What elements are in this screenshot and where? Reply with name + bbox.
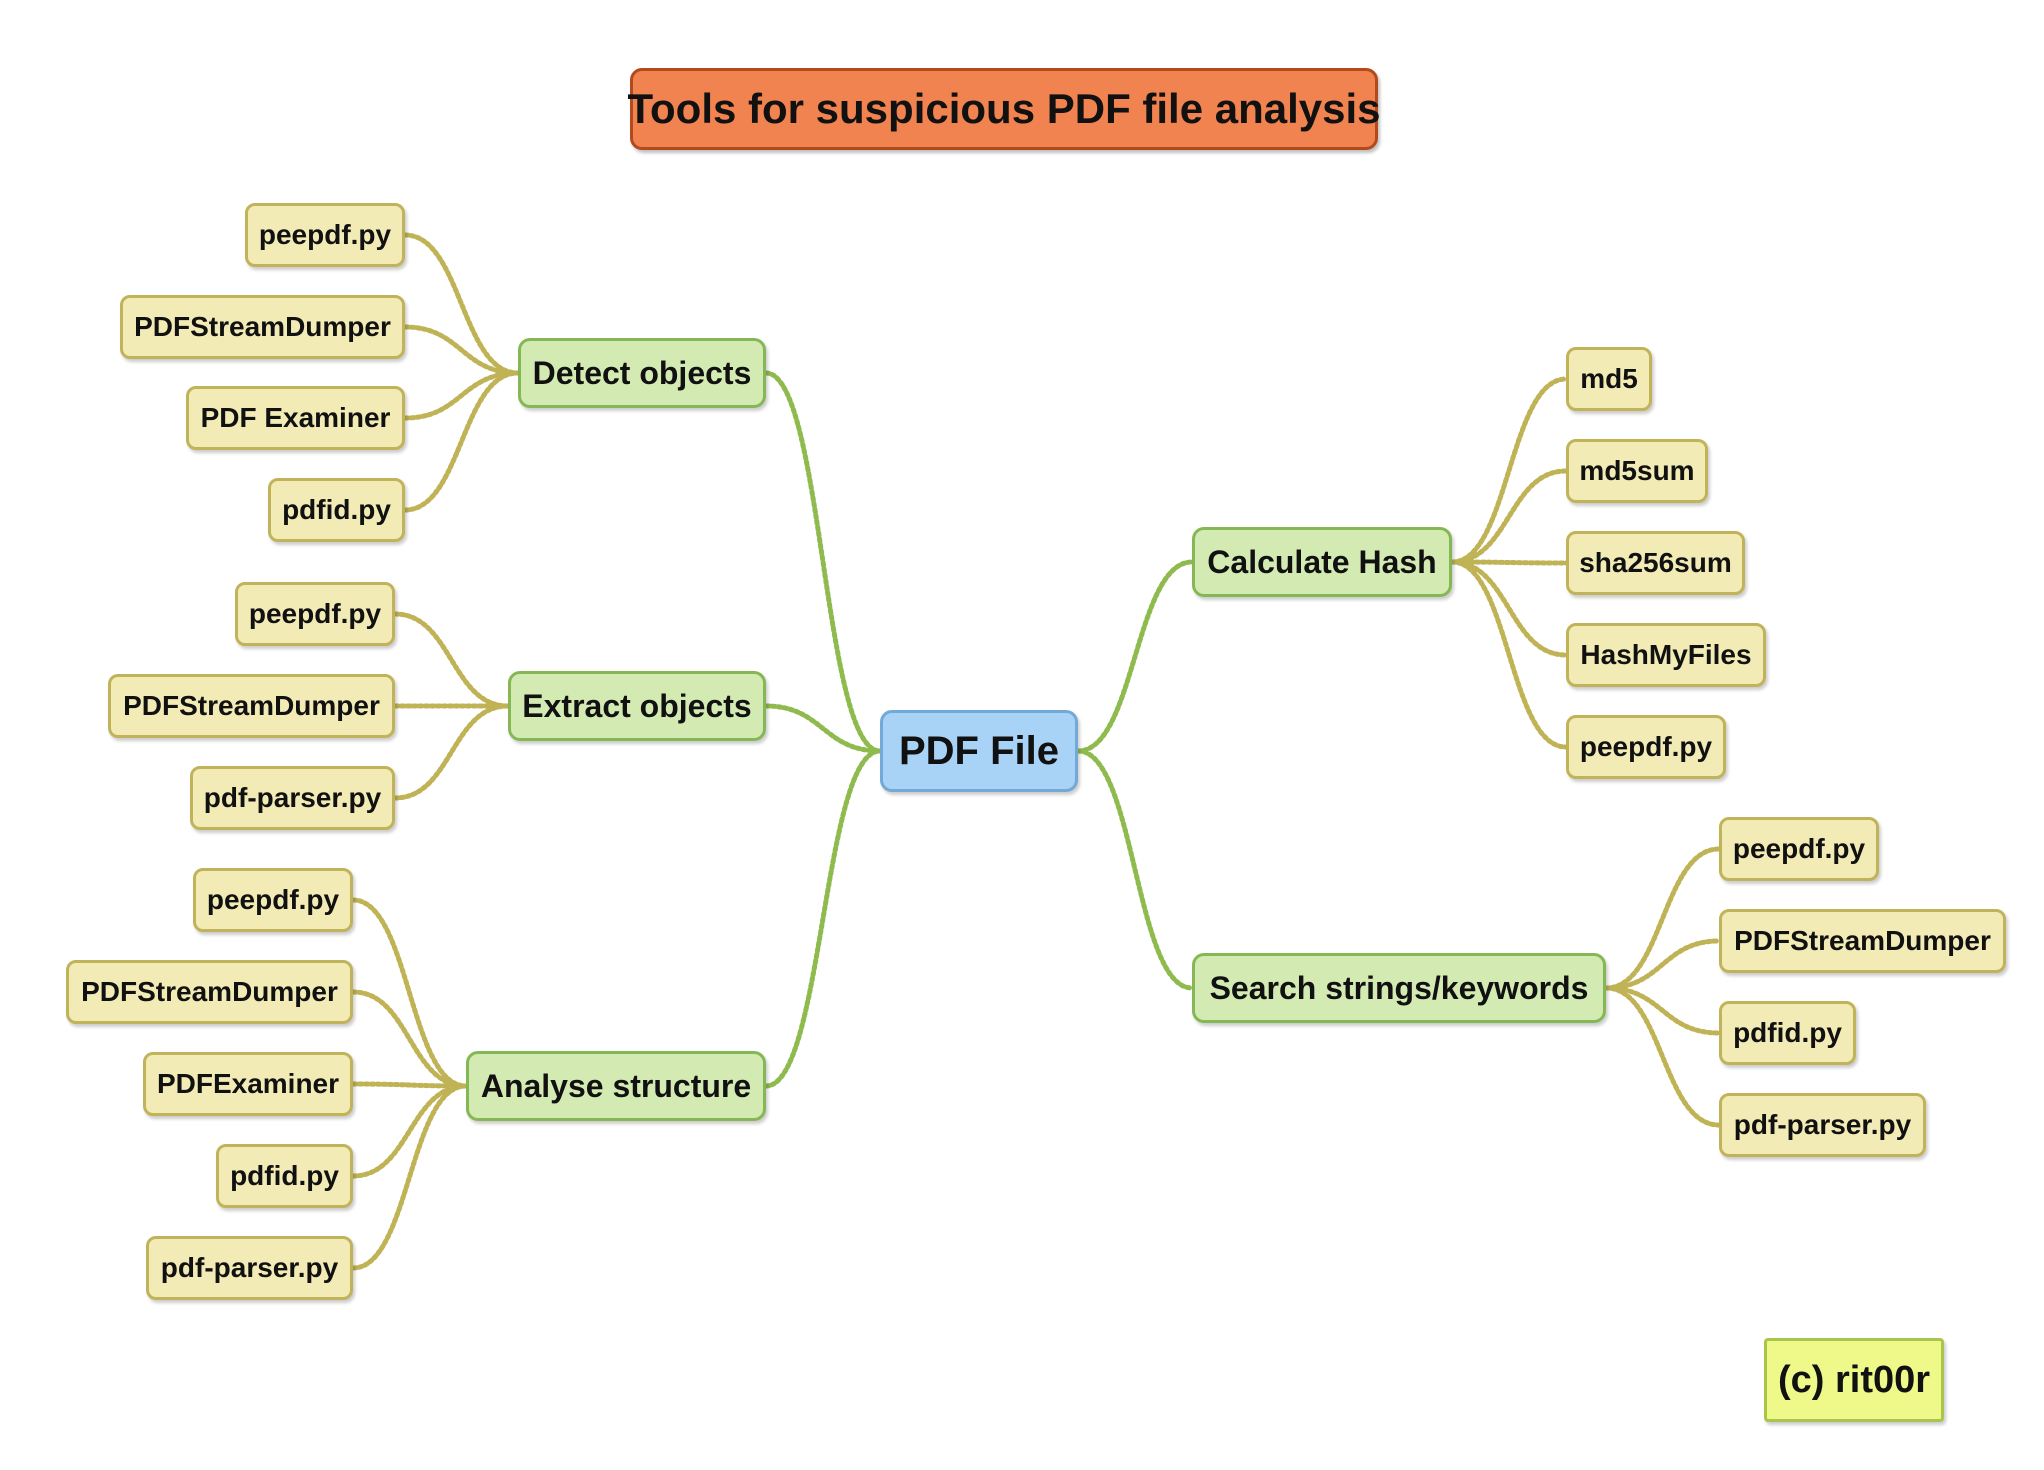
diagram-title: Tools for suspicious PDF file analysis [627, 68, 1381, 150]
leaf-connector [1449, 559, 1569, 566]
leaf-connector [350, 989, 469, 1089]
leaf-node: PDFStreamDumper [120, 295, 405, 359]
leaf-node: pdfid.py [268, 478, 405, 542]
leaf-node: peepdf.py [193, 868, 353, 932]
leaf-node: md5 [1566, 347, 1652, 411]
leaf-connector [392, 611, 511, 709]
leaf-node: PDFExaminer [143, 1052, 353, 1116]
branch-node: Analyse structure [466, 1051, 766, 1121]
leaf-connector [350, 897, 469, 1089]
leaf-node: PDF Examiner [186, 386, 405, 450]
leaf-node: peepdf.py [1566, 715, 1726, 779]
leaf-connector [402, 370, 521, 513]
leaf-node: sha256sum [1566, 531, 1745, 595]
branch-connector [763, 370, 883, 754]
leaf-connector [1603, 985, 1722, 1128]
leaf-connector [402, 324, 521, 376]
credit-label: (c) rit00r [1764, 1338, 1944, 1422]
leaf-connector [1603, 985, 1722, 1036]
leaf-node: PDFStreamDumper [66, 960, 353, 1024]
leaf-connector [1449, 468, 1569, 565]
leaf-connector [1449, 376, 1569, 565]
root-node-pdf-file: PDF File [880, 710, 1078, 792]
leaf-connector [402, 232, 521, 376]
leaf-node: pdf-parser.py [146, 1236, 353, 1300]
leaf-connector [1603, 938, 1722, 991]
leaf-connector [1603, 846, 1722, 991]
leaf-connector [1449, 559, 1569, 750]
leaf-node: pdf-parser.py [1719, 1093, 1926, 1157]
leaf-node: pdfid.py [216, 1144, 353, 1208]
branch-node: Search strings/keywords [1192, 953, 1606, 1023]
leaf-node: peepdf.py [1719, 817, 1879, 881]
leaf-connector [392, 703, 511, 801]
leaf-node: PDFStreamDumper [108, 674, 395, 738]
branch-node: Calculate Hash [1192, 527, 1452, 597]
leaf-node: PDFStreamDumper [1719, 909, 2006, 973]
leaf-node: pdf-parser.py [190, 766, 395, 830]
branch-connector [763, 703, 883, 754]
branch-connector [763, 748, 883, 1089]
leaf-node: peepdf.py [245, 203, 405, 267]
branch-node: Detect objects [518, 338, 766, 408]
leaf-connector [350, 1083, 469, 1179]
leaf-connector [350, 1081, 469, 1089]
leaf-connector [1449, 559, 1569, 658]
leaf-node: HashMyFiles [1566, 623, 1766, 687]
branch-connector [1075, 748, 1195, 991]
branch-node: Extract objects [508, 671, 766, 741]
leaf-node: peepdf.py [235, 582, 395, 646]
leaf-connector [402, 370, 521, 421]
leaf-node: md5sum [1566, 439, 1708, 503]
branch-connector [1075, 559, 1195, 754]
leaf-connector [350, 1083, 469, 1271]
leaf-node: pdfid.py [1719, 1001, 1856, 1065]
